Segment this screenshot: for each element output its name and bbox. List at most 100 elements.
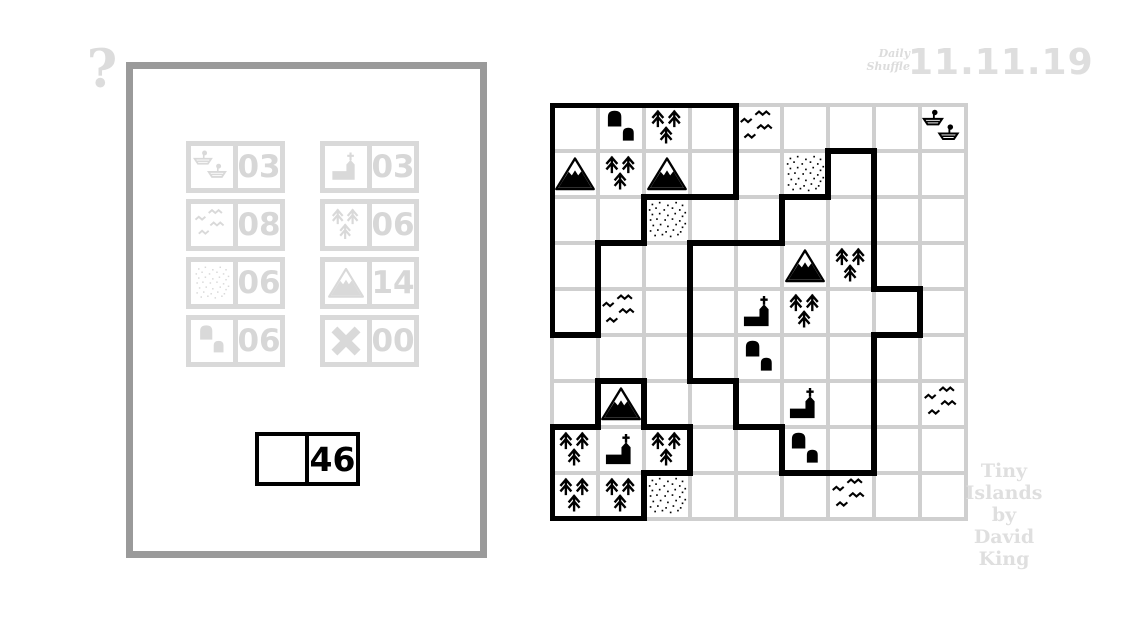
board-cell-r5c9[interactable]: [922, 291, 964, 333]
board-cell-r4c6[interactable]: [784, 245, 826, 287]
board-cell-r2c7[interactable]: [830, 153, 872, 195]
board-cell-r1c9[interactable]: [922, 107, 964, 149]
board-cell-r7c4[interactable]: [692, 383, 734, 425]
waves-icon: [832, 478, 865, 507]
board-cell-r2c2[interactable]: [600, 153, 642, 195]
board-cell-r8c5[interactable]: [738, 429, 780, 471]
board-cell-r1c4[interactable]: [692, 107, 734, 149]
board-cell-r3c5[interactable]: [738, 199, 780, 241]
board-cell-r5c7[interactable]: [830, 291, 872, 333]
board-cell-r3c8[interactable]: [876, 199, 918, 241]
board-cell-r2c4[interactable]: [692, 153, 734, 195]
board-cell-r8c8[interactable]: [876, 429, 918, 471]
board-cell-r3c9[interactable]: [922, 199, 964, 241]
board-cell-r9c1[interactable]: [554, 475, 596, 517]
board-cell-r3c3[interactable]: [646, 199, 688, 241]
mountain-icon: [647, 157, 687, 191]
boats-icon: [922, 109, 960, 140]
board-cell-r6c1[interactable]: [554, 337, 596, 379]
board-cell-r4c1[interactable]: [554, 245, 596, 287]
church-icon: [332, 152, 355, 180]
board-cell-r6c6[interactable]: [784, 337, 826, 379]
board-cell-r6c2[interactable]: [600, 337, 642, 379]
board-cell-r9c8[interactable]: [876, 475, 918, 517]
board-cell-r9c3[interactable]: [646, 475, 688, 517]
board-cell-r5c8[interactable]: [876, 291, 918, 333]
board-cell-r5c4[interactable]: [692, 291, 734, 333]
board-cell-r1c8[interactable]: [876, 107, 918, 149]
board-cell-r4c2[interactable]: [600, 245, 642, 287]
board-cell-r6c8[interactable]: [876, 337, 918, 379]
board-cell-r7c6[interactable]: [784, 383, 826, 425]
board-cell-r4c3[interactable]: [646, 245, 688, 287]
board-cell-r7c5[interactable]: [738, 383, 780, 425]
board-cell-r1c5[interactable]: [738, 107, 780, 149]
score-icon-box: [186, 199, 238, 251]
trees-icon: [651, 431, 681, 466]
board-cell-r3c2[interactable]: [600, 199, 642, 241]
board-cell-r2c1[interactable]: [554, 153, 596, 195]
board-cell-r4c5[interactable]: [738, 245, 780, 287]
board-cell-r4c4[interactable]: [692, 245, 734, 287]
board-cell-r4c7[interactable]: [830, 245, 872, 287]
board-cell-r2c6[interactable]: [784, 153, 826, 195]
help-button[interactable]: ?: [86, 39, 118, 100]
board-cell-r3c7[interactable]: [830, 199, 872, 241]
board-cell-r9c7[interactable]: [830, 475, 872, 517]
board-cell-r9c4[interactable]: [692, 475, 734, 517]
board-cell-r9c2[interactable]: [600, 475, 642, 517]
board-cell-r6c3[interactable]: [646, 337, 688, 379]
board-cell-r6c4[interactable]: [692, 337, 734, 379]
board-cell-r6c9[interactable]: [922, 337, 964, 379]
board-cell-r1c6[interactable]: [784, 107, 826, 149]
board-cell-r5c3[interactable]: [646, 291, 688, 333]
board-cell-r8c3[interactable]: [646, 429, 688, 471]
board-cell-r7c1[interactable]: [554, 383, 596, 425]
mountain-icon: [327, 267, 365, 298]
board-cell-r1c1[interactable]: [554, 107, 596, 149]
score-icon-box: [320, 315, 372, 367]
board-cell-r5c1[interactable]: [554, 291, 596, 333]
game-board[interactable]: [550, 103, 968, 521]
board-cell-r8c6[interactable]: [784, 429, 826, 471]
board-cell-r7c9[interactable]: [922, 383, 964, 425]
daily-shuffle-label: Daily Shuffle: [866, 47, 910, 73]
board-cell-r8c4[interactable]: [692, 429, 734, 471]
board-cell-r8c2[interactable]: [600, 429, 642, 471]
mountain-icon: [555, 157, 595, 191]
board-cell-r5c5[interactable]: [738, 291, 780, 333]
board-cell-r2c8[interactable]: [876, 153, 918, 195]
board-cell-r8c7[interactable]: [830, 429, 872, 471]
board-cell-r6c5[interactable]: [738, 337, 780, 379]
board-cell-r6c7[interactable]: [830, 337, 872, 379]
board-cell-r5c6[interactable]: [784, 291, 826, 333]
board-cell-r8c1[interactable]: [554, 429, 596, 471]
trees-icon: [559, 431, 589, 466]
score-item-boats: 03: [186, 141, 285, 193]
score-item-church: 03: [320, 141, 419, 193]
board-cell-r3c4[interactable]: [692, 199, 734, 241]
board-cell-r4c9[interactable]: [922, 245, 964, 287]
board-cell-r7c3[interactable]: [646, 383, 688, 425]
board-cell-r9c6[interactable]: [784, 475, 826, 517]
board-cell-r2c9[interactable]: [922, 153, 964, 195]
board-cell-r1c3[interactable]: [646, 107, 688, 149]
houses-icon: [791, 432, 818, 463]
trees-icon: [835, 247, 865, 282]
board-cell-r7c8[interactable]: [876, 383, 918, 425]
board-cell-r4c8[interactable]: [876, 245, 918, 287]
board-cell-r9c5[interactable]: [738, 475, 780, 517]
board-cell-r1c2[interactable]: [600, 107, 642, 149]
board-cell-r5c2[interactable]: [600, 291, 642, 333]
score-value: 03: [237, 149, 281, 185]
board-cell-r1c7[interactable]: [830, 107, 872, 149]
credit-line: by: [991, 504, 1017, 526]
score-item-sand: 06: [186, 257, 285, 309]
board-cell-r3c1[interactable]: [554, 199, 596, 241]
board-cell-r7c7[interactable]: [830, 383, 872, 425]
board-cell-r2c5[interactable]: [738, 153, 780, 195]
board-cell-r2c3[interactable]: [646, 153, 688, 195]
board-cell-r7c2[interactable]: [600, 383, 642, 425]
board-cell-r3c6[interactable]: [784, 199, 826, 241]
score-icon-box: [186, 257, 238, 309]
